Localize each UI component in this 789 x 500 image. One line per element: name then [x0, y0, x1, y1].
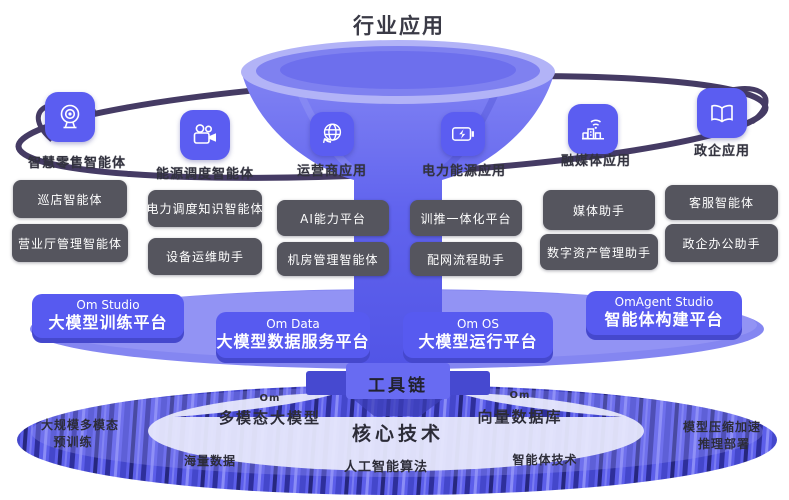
- platform-zh: 大模型数据服务平台: [216, 332, 370, 352]
- industry-box: 数字资产管理助手: [540, 234, 658, 270]
- industry-box: 电力调度知识智能体: [147, 190, 263, 227]
- ring-label: 海量数据: [183, 454, 237, 468]
- industry-box: 巡店智能体: [13, 180, 127, 218]
- platform-om-os: Om OS 大模型运行平台: [403, 312, 553, 358]
- platform-en: Om OS: [456, 317, 499, 332]
- platform-zh: 智能体构建平台: [604, 310, 724, 330]
- industry-box: 机房管理智能体: [277, 242, 389, 276]
- industry-column-label: 融媒体应用: [560, 154, 632, 169]
- platform-zh: 大模型训练平台: [48, 313, 168, 333]
- industry-column-label: 电力能源应用: [421, 164, 507, 179]
- platform-omagent-studio: OmAgent Studio 智能体构建平台: [586, 291, 742, 335]
- industry-column-label: 能源调度智能体: [155, 167, 255, 182]
- ring-label: 智能体技术: [512, 453, 578, 467]
- platform-en: Om Studio: [76, 298, 140, 313]
- open-book-icon: [697, 88, 747, 138]
- core-tech-title: 核心技术: [351, 423, 445, 445]
- toolchain-label: 工具链: [368, 376, 428, 396]
- industry-box: 设备运维助手: [148, 238, 262, 275]
- industry-box: 政企办公助手: [665, 224, 778, 262]
- page-title: 行业应用: [353, 14, 445, 38]
- platform-zh: 大模型运行平台: [418, 332, 538, 352]
- industry-box: 营业厅管理智能体: [12, 224, 128, 262]
- ring-label: 大规模多模态: [40, 418, 120, 432]
- platform-om-data: Om Data 大模型数据服务平台: [216, 312, 370, 358]
- industry-box: AI能力平台: [277, 200, 389, 236]
- ring-label: 人工智能算法: [343, 460, 429, 475]
- industry-column-label: 运营商应用: [296, 164, 368, 179]
- battery-bolt-icon: [441, 112, 485, 156]
- video-camera-icon: [180, 110, 230, 160]
- globe-sync-icon: [310, 112, 354, 156]
- core-item-vector-db: 向量数据库: [477, 408, 563, 426]
- platform-om-studio: Om Studio 大模型训练平台: [32, 294, 184, 338]
- platform-en: Om Data: [266, 317, 320, 332]
- ring-label: 推理部署: [697, 437, 751, 451]
- industry-box: 客服智能体: [665, 185, 778, 220]
- core-left-caption: Om: [259, 393, 281, 404]
- ring-label: 预训练: [53, 435, 93, 449]
- smart-building-icon: [568, 104, 618, 154]
- industry-box: 配网流程助手: [410, 242, 522, 276]
- industry-column-label: 政企应用: [693, 144, 751, 159]
- core-item-multimodal-llm: 多模态大模型: [218, 409, 322, 427]
- industry-column-label: 智慧零售智能体: [27, 156, 127, 171]
- webcam-icon: [45, 92, 95, 142]
- core-right-caption: Om: [509, 390, 531, 401]
- industry-box: 媒体助手: [543, 190, 655, 230]
- platform-en: OmAgent Studio: [614, 295, 714, 310]
- ring-label: 模型压缩加速: [682, 420, 762, 434]
- industry-box: 训推一体化平台: [410, 200, 522, 236]
- toolchain-ribbon: [346, 363, 450, 399]
